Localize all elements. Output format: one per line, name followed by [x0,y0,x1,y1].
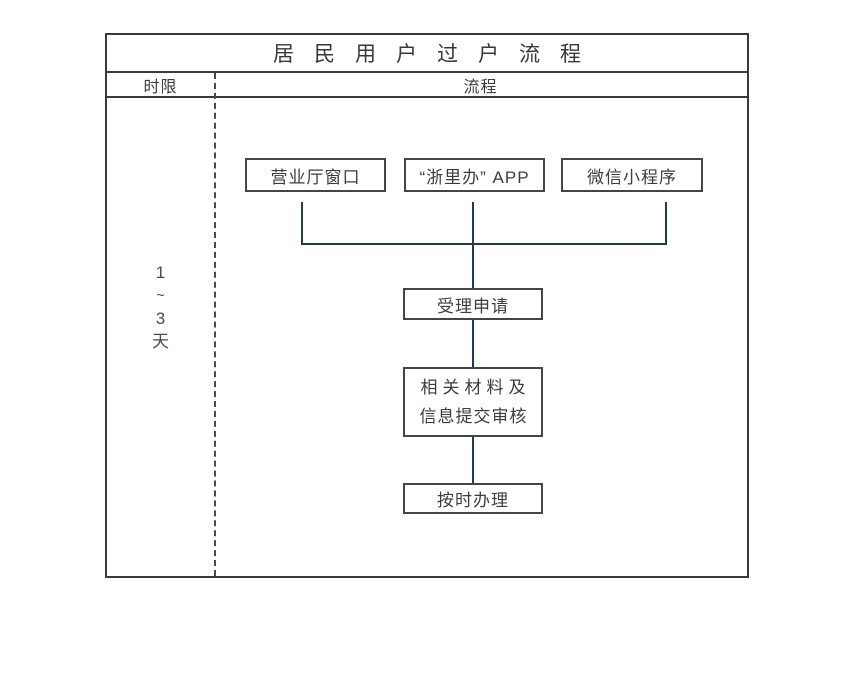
flowchart-frame: 居民用户过户流程 时限 流程 1 ~ 3 天 营业厅窗口 “浙里办” APP 微… [105,33,749,578]
title-row: 居民用户过户流程 [107,35,747,73]
node-zheliban-app: “浙里办” APP [404,158,545,192]
time-limit-tilde: ~ [156,287,165,303]
node-materials-review: 相关材料及 信息提交审核 [403,367,543,437]
connector-stub-center [472,202,474,288]
connector-accept-to-review [472,320,474,367]
materials-review-line-1: 相关材料及 [420,378,531,397]
time-limit-line-4: 天 [152,332,169,351]
materials-review-line-2: 信息提交审核 [419,407,528,426]
time-limit-line-3: 3 [155,309,166,328]
node-handle-on-time: 按时办理 [403,483,543,514]
connector-horizontal-collector [301,243,667,245]
node-accept-application: 受理申请 [403,288,543,320]
connector-stub-left [301,202,303,243]
node-wechat-mini-program: 微信小程序 [561,158,703,192]
header-time-limit: 时限 [143,78,178,96]
page-title: 居民用户过户流程 [273,43,601,66]
connector-stub-right [665,202,667,243]
time-limit-label: 1 ~ 3 天 [107,261,214,353]
column-divider-dashed-line [214,73,216,576]
connector-review-to-complete [472,437,474,483]
header-process: 流程 [463,78,498,96]
header-row: 时限 流程 [107,73,747,98]
node-service-hall-window: 营业厅窗口 [245,158,386,192]
time-limit-line-1: 1 [155,263,166,282]
